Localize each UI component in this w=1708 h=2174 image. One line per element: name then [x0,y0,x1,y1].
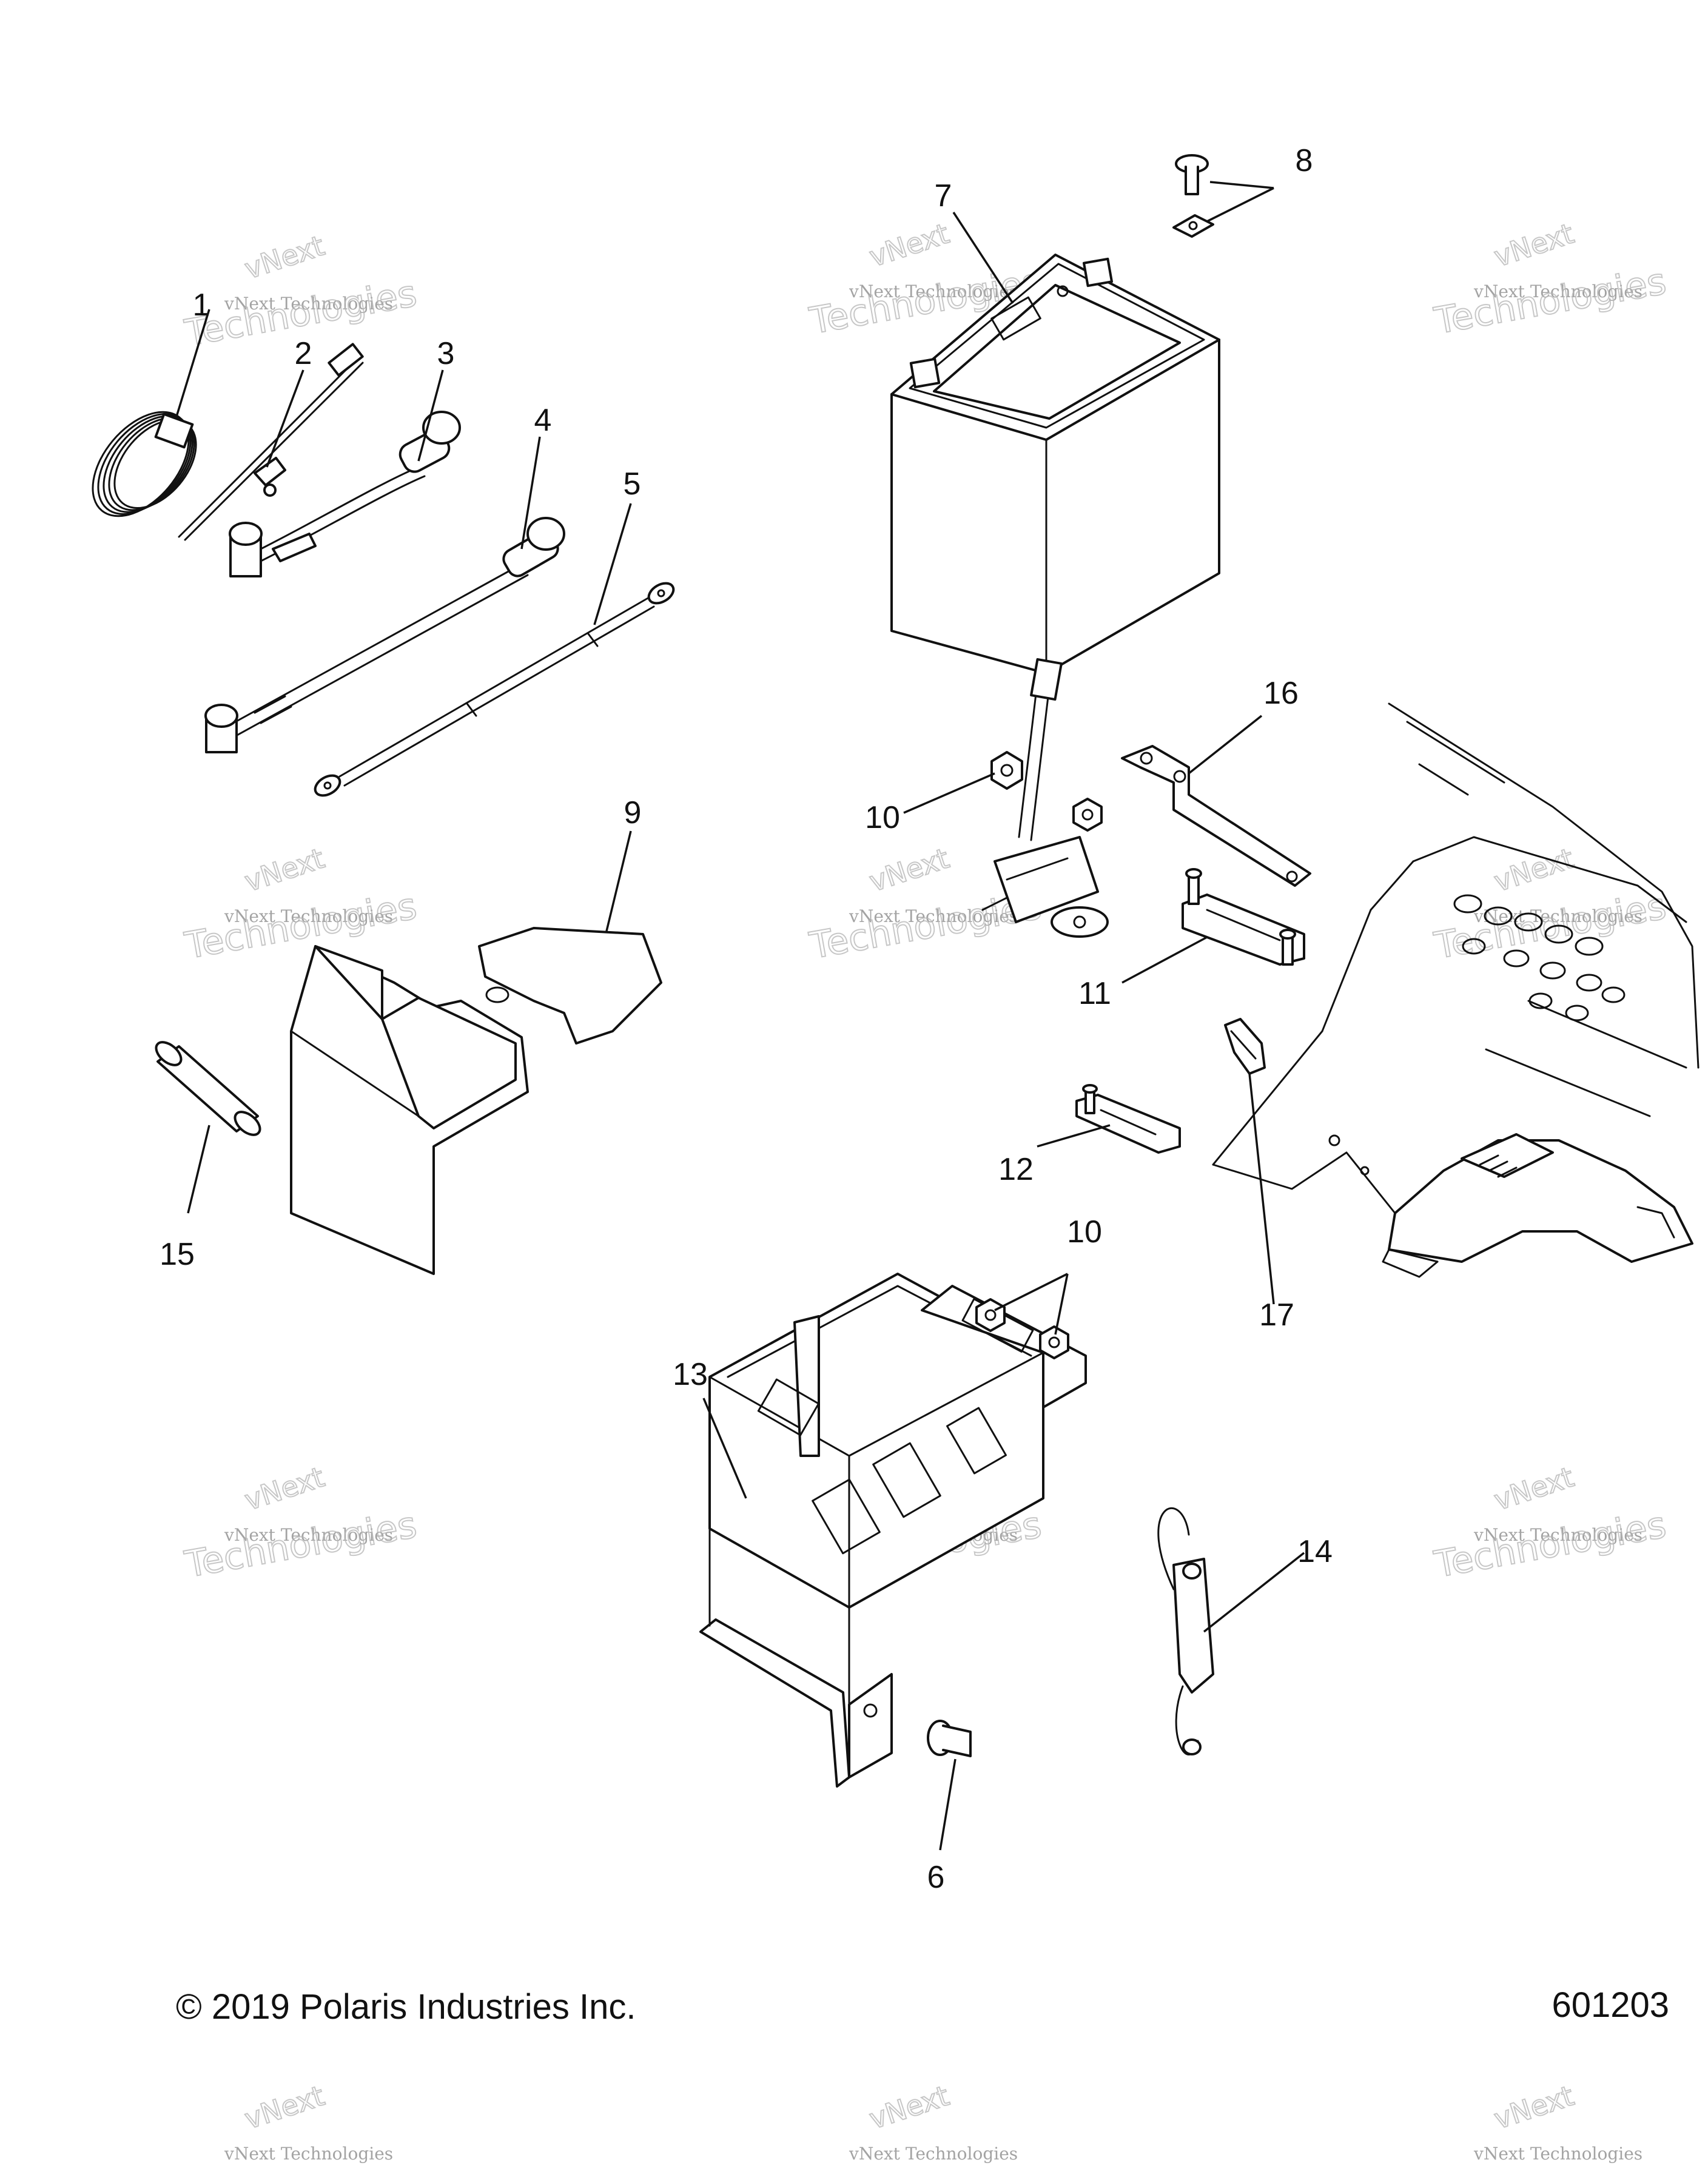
battery-cable-assembly [981,658,1109,938]
part-11-hold-down-plate [1182,868,1305,966]
part-15-foam-tube [155,1041,261,1136]
callout-9: 9 [624,795,642,830]
part-9-battery-cover [290,927,662,1275]
callouts: 1 2 3 4 5 6 7 8 9 10 10 11 12 13 14 15 1… [160,143,1333,1895]
svg-text:vNext: vNext [1490,2079,1578,2136]
svg-text:vNext: vNext [241,229,329,286]
watermark: vNext vNext Technologies Technologies [1430,217,1670,343]
svg-text:Technologies: Technologies [1431,885,1669,968]
svg-text:Technologies: Technologies [1431,1504,1669,1586]
part-10-nut-lower [975,1298,1069,1359]
diagram-number: 601203 [1552,1985,1669,2025]
svg-text:vNext Technologies: vNext Technologies [849,906,1018,926]
leader-lines [175,181,1305,1851]
svg-text:vNext: vNext [241,2079,329,2136]
svg-text:vNext: vNext [241,1461,329,1517]
callout-6: 6 [927,1860,945,1895]
callout-10a: 10 [865,800,900,835]
part-10-nut-upper [990,751,1103,832]
svg-text:vNext: vNext [866,842,953,898]
watermark: vNext vNext Technologies Technologies [181,841,420,968]
callout-2: 2 [295,336,312,371]
callout-3: 3 [437,336,455,371]
svg-text:vNext: vNext [1490,217,1578,274]
callout-14: 14 [1297,1534,1333,1569]
watermark: vNext vNext Technologies Technologies [1430,1460,1670,1587]
part-6-pin [927,1720,972,1757]
svg-text:Technologies: Technologies [181,1504,420,1586]
svg-text:vNext: vNext [1490,1461,1578,1517]
part-3-battery-cable-short [229,411,461,577]
svg-text:vNext Technologies: vNext Technologies [224,294,393,314]
svg-text:vNext Technologies: vNext Technologies [224,906,393,926]
callout-17: 17 [1259,1297,1294,1333]
callout-10b: 10 [1067,1214,1102,1250]
part-16-bracket [1121,745,1311,887]
part-12-plate [1075,1084,1181,1154]
svg-text:vNext: vNext [241,842,329,898]
svg-text:vNext Technologies: vNext Technologies [1473,906,1642,926]
callout-12: 12 [998,1152,1034,1187]
frame-section [1212,702,1700,1278]
callout-16: 16 [1263,676,1299,711]
callout-13: 13 [673,1357,708,1392]
part-7-battery [890,254,1220,675]
watermark: vNext vNext Technologies [849,2079,1018,2164]
svg-text:vNext Technologies: vNext Technologies [1473,281,1642,301]
svg-text:Technologies: Technologies [1431,260,1669,343]
svg-text:Technologies: Technologies [181,885,420,968]
svg-text:vNext Technologies: vNext Technologies [224,2144,393,2164]
svg-text:vNext: vNext [1490,842,1578,898]
watermark: vNext vNext Technologies Technologies [181,1460,420,1587]
svg-text:vNext Technologies: vNext Technologies [849,281,1018,301]
svg-text:vNext: vNext [866,2079,953,2136]
svg-text:vNext Technologies: vNext Technologies [224,1525,393,1545]
callout-5: 5 [624,466,641,502]
part-14-strap [1157,1507,1214,1755]
callout-8: 8 [1296,143,1313,178]
part-8-screw-and-nut [1172,154,1214,238]
callout-15: 15 [160,1237,195,1272]
callout-1: 1 [193,288,210,323]
svg-text:vNext Technologies: vNext Technologies [1473,1525,1642,1545]
part-4-battery-cable-long [204,517,565,753]
svg-text:vNext: vNext [866,217,953,274]
callout-11: 11 [1078,976,1111,1011]
part-1-cable-tie-bundle [92,411,197,517]
svg-text:vNext Technologies: vNext Technologies [849,2144,1018,2164]
svg-text:vNext Technologies: vNext Technologies [1473,2144,1642,2164]
watermark: vNext vNext Technologies [224,2079,393,2164]
part-13-battery-tray [699,1273,1087,1788]
part-5-ground-cable [314,582,675,797]
copyright-text: © 2019 Polaris Industries Inc. [176,1987,636,2027]
callout-4: 4 [534,403,552,438]
watermark: vNext vNext Technologies [1473,2079,1642,2164]
part-17-clip [1224,1018,1266,1075]
callout-7: 7 [935,178,952,214]
